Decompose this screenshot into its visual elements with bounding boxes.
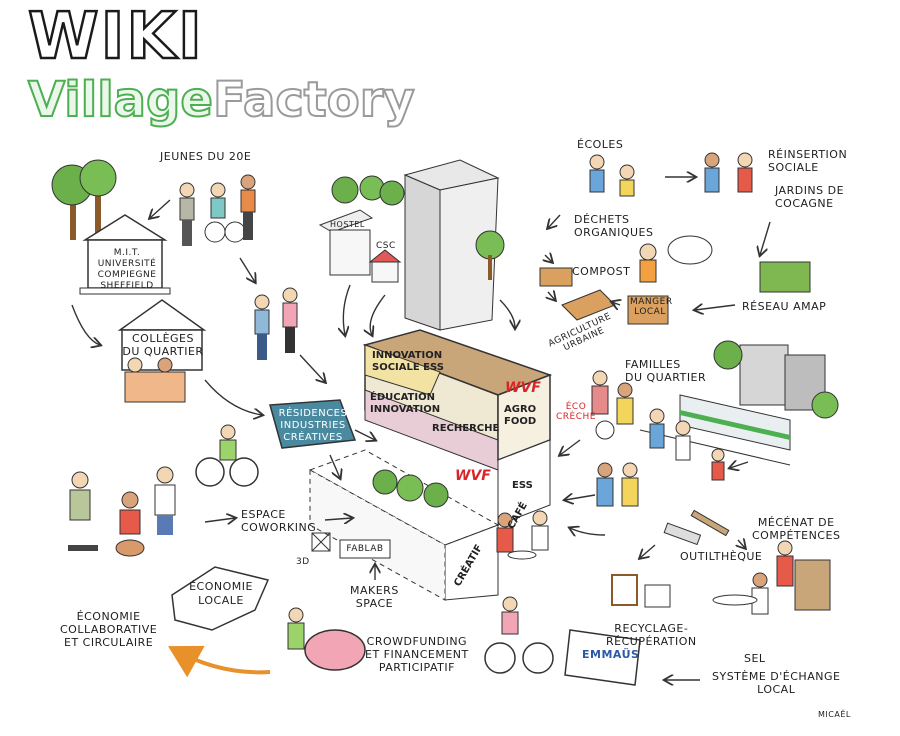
label-dechets: DÉCHETS ORGANIQUES bbox=[574, 213, 654, 239]
label-compost: COMPOST bbox=[572, 265, 631, 278]
walking-people bbox=[254, 287, 298, 360]
label-hostel: HOSTEL bbox=[330, 220, 365, 229]
building-recherche: RECHERCHE bbox=[432, 423, 500, 434]
title-village-initial: Village bbox=[27, 71, 214, 129]
university-building bbox=[79, 214, 171, 295]
title-wiki: WIKI bbox=[27, 0, 204, 74]
label-eco-creche: ÉCO CRÈCHE bbox=[556, 402, 596, 422]
building-ess: ESS bbox=[512, 480, 533, 491]
coworking-people bbox=[68, 466, 176, 557]
label-colleges: COLLÈGES DU QUARTIER bbox=[122, 332, 204, 358]
label-recyclage: RECYCLAGE- RÉCUPÉRATION bbox=[606, 622, 697, 648]
label-manger-local: MANGER LOCAL bbox=[630, 297, 673, 317]
signature: MICAËL bbox=[818, 710, 851, 719]
economie-locale-hexagon bbox=[171, 566, 270, 631]
flow-arrows bbox=[71, 177, 771, 680]
label-economie-collab: ÉCONOMIE COLLABORATIVE ET CIRCULAIRE bbox=[60, 610, 158, 649]
label-familles: FAMILLES DU QUARTIER bbox=[625, 358, 707, 384]
cafe-people bbox=[496, 510, 549, 560]
label-outiltheque: OUTILTHÈQUE bbox=[680, 550, 763, 563]
label-economie-locale: ÉCONOMIE LOCALE bbox=[189, 580, 253, 607]
wvf-logo-top: WVF bbox=[505, 380, 541, 396]
building-education: ÉDUCATION INNOVATION bbox=[370, 392, 441, 415]
label-sel-full: SYSTÈME D'ÉCHANGE LOCAL bbox=[712, 670, 841, 696]
residences-box bbox=[269, 399, 357, 449]
label-makers: MAKERS SPACE bbox=[350, 584, 399, 610]
apartment-buildings-right bbox=[713, 340, 839, 419]
piggy-bank bbox=[287, 607, 366, 671]
students-group-top bbox=[179, 174, 256, 246]
label-jeunes: JEUNES DU 20e bbox=[160, 150, 252, 163]
title-factory: Factory bbox=[212, 71, 416, 129]
label-ecoles: ÉCOLES bbox=[577, 138, 624, 151]
label-espace-coworking: ESPACE COWORKING bbox=[241, 508, 317, 534]
gardens-people bbox=[539, 152, 811, 325]
cyclist-left bbox=[195, 424, 259, 487]
label-residences: RÉSIDENCES INDUSTRIES CRÉATIVES bbox=[278, 408, 348, 443]
label-crowdfunding: CROWDFUNDING ET FINANCEMENT PARTICIPATIF bbox=[365, 635, 469, 674]
title-village-factory: VillageFactory bbox=[27, 71, 416, 129]
building-innovation-ess: INNOVATION SOCIALE ESS bbox=[372, 350, 444, 373]
label-reinsertion: RÉINSERTION SOCIALE bbox=[768, 148, 848, 174]
label-mecenat: MÉCÉNAT DE COMPÉTENCES bbox=[752, 516, 841, 542]
orange-arrow bbox=[168, 645, 271, 678]
tower-skyscraper bbox=[403, 159, 500, 331]
label-reseau-amap: RÉSEAU AMAP bbox=[742, 300, 827, 313]
label-jardins: JARDINS DE COCAGNE bbox=[775, 184, 845, 210]
wvf-logo-middle: WVF bbox=[455, 468, 491, 484]
families-group bbox=[591, 370, 725, 507]
hostel-csc-buildings bbox=[318, 209, 402, 283]
label-csc: CSC bbox=[376, 241, 396, 251]
label-sel: SEL bbox=[744, 652, 766, 665]
fablab-box bbox=[311, 532, 391, 559]
label-mit: M.I.T. UNIVERSITÉ COMPIEGNE SHEFFIELD bbox=[97, 248, 157, 291]
trees-top-left bbox=[51, 159, 117, 240]
colleges-house bbox=[117, 299, 207, 403]
tram bbox=[639, 394, 791, 466]
label-emmaus: EMMAÜS bbox=[582, 648, 640, 661]
tools-workshop bbox=[611, 509, 831, 615]
trees-center-top bbox=[331, 175, 505, 280]
building-agro-food: AGRO FOOD bbox=[504, 404, 537, 427]
label-3d: 3D bbox=[296, 557, 310, 567]
cyclist-bottom bbox=[484, 596, 554, 674]
label-fablab: FABLAB bbox=[346, 544, 384, 554]
emmaus-sign bbox=[564, 629, 641, 686]
central-building bbox=[308, 329, 553, 601]
